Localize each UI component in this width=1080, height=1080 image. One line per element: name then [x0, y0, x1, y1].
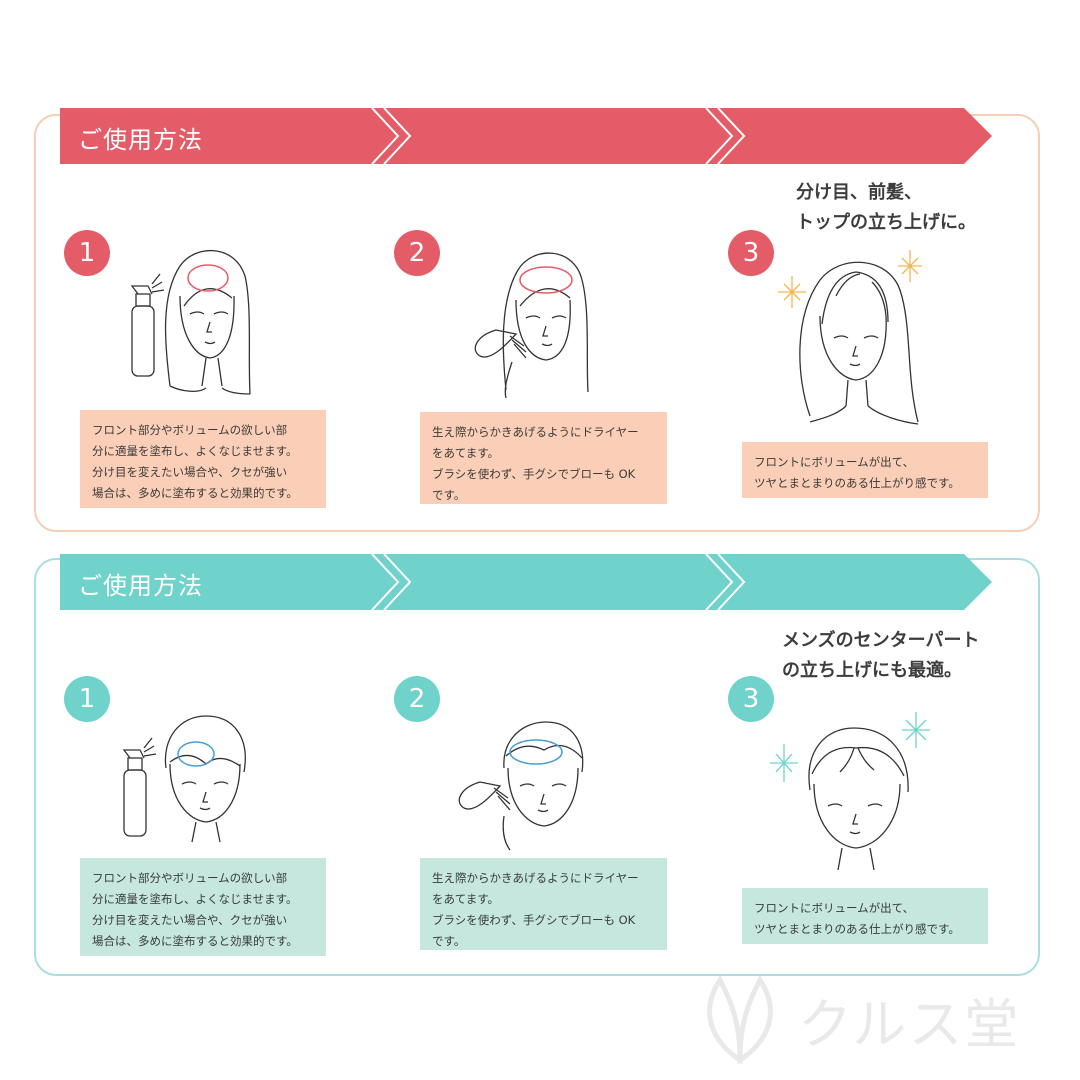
text-line: フロント部分やボリュームの欲しい部	[92, 871, 288, 885]
man-spray-illustration	[122, 715, 246, 843]
watermark: クルス堂	[690, 960, 1080, 1070]
man-finished-illustration	[770, 712, 930, 871]
text-line: 分に適量を塗布し、よくなじませます。	[92, 892, 298, 906]
text-line: 場合は、多めに塗布すると効果的です。	[92, 486, 298, 500]
text-line: をあてます。	[432, 446, 500, 460]
text-line: フロントにボリュームが出て、	[754, 455, 915, 469]
women-step-3-number: 3	[728, 230, 774, 276]
text-line: ツヤとまとまりのある仕上がり感です。	[754, 476, 960, 490]
men-step-3-text: フロントにボリュームが出て、 ツヤとまとまりのある仕上がり感です。	[742, 888, 988, 944]
men-callout-line-1: メンズのセンターパート	[782, 630, 980, 651]
men-callout-line-2: の立ち上げにも最適。	[782, 660, 962, 681]
text-line: 分に適量を塗布し、よくなじませます。	[92, 444, 298, 458]
banner-arrow-shape	[60, 108, 992, 164]
women-callout: 分け目、前髪、 トップの立ち上げに。	[796, 178, 976, 238]
text-line: です。	[432, 934, 466, 948]
watermark-text: クルス堂	[798, 993, 1021, 1056]
woman-dryer-illustration	[474, 252, 589, 399]
text-line: フロントにボリュームが出て、	[754, 901, 915, 915]
men-usage-title: ご使用方法	[78, 572, 203, 600]
leaf-logo-icon	[707, 975, 773, 1065]
text-line: 場合は、多めに塗布すると効果的です。	[92, 934, 298, 948]
woman-finished-illustration	[778, 250, 922, 425]
men-step-1-number: 1	[64, 676, 110, 722]
women-usage-title: ご使用方法	[78, 126, 203, 154]
banner-arrow-shape	[60, 554, 992, 610]
text-line: です。	[432, 488, 466, 502]
text-line: フロント部分やボリュームの欲しい部	[92, 423, 288, 437]
men-usage-banner: ご使用方法	[60, 554, 992, 610]
women-callout-line-1: 分け目、前髪、	[796, 182, 922, 203]
text-line: をあてます。	[432, 892, 500, 906]
women-step-2-number: 2	[394, 230, 440, 276]
men-callout: メンズのセンターパート の立ち上げにも最適。	[782, 626, 979, 686]
text-line: 分け目を変えたい場合や、クセが強い	[92, 913, 288, 927]
text-line: 生え際からかきあげるようにドライヤー	[432, 425, 639, 439]
man-dryer-illustration	[458, 721, 584, 851]
men-step-3-number: 3	[728, 676, 774, 722]
women-callout-line-2: トップの立ち上げに。	[796, 212, 976, 233]
men-step-1-text: フロント部分やボリュームの欲しい部 分に適量を塗布し、よくなじませます。 分け目…	[80, 858, 326, 956]
men-step-2-text: 生え際からかきあげるようにドライヤー をあてます。 ブラシを使わず、手グシでブロ…	[420, 858, 667, 950]
text-line: 生え際からかきあげるようにドライヤー	[432, 871, 639, 885]
women-step-3-text: フロントにボリュームが出て、 ツヤとまとまりのある仕上がり感です。	[742, 442, 988, 498]
women-usage-banner: ご使用方法	[60, 108, 992, 164]
woman-spray-illustration	[130, 249, 251, 395]
women-step-1-text: フロント部分やボリュームの欲しい部 分に適量を塗布し、よくなじませます。 分け目…	[80, 410, 326, 508]
text-line: 分け目を変えたい場合や、クセが強い	[92, 465, 288, 479]
women-step-1-number: 1	[64, 230, 110, 276]
text-line: ブラシを使わず、手グシでブローも OK	[432, 467, 636, 481]
women-step-2-text: 生え際からかきあげるようにドライヤー をあてます。 ブラシを使わず、手グシでブロ…	[420, 412, 667, 504]
men-step-2-number: 2	[394, 676, 440, 722]
text-line: ブラシを使わず、手グシでブローも OK	[432, 913, 636, 927]
text-line: ツヤとまとまりのある仕上がり感です。	[754, 922, 960, 936]
